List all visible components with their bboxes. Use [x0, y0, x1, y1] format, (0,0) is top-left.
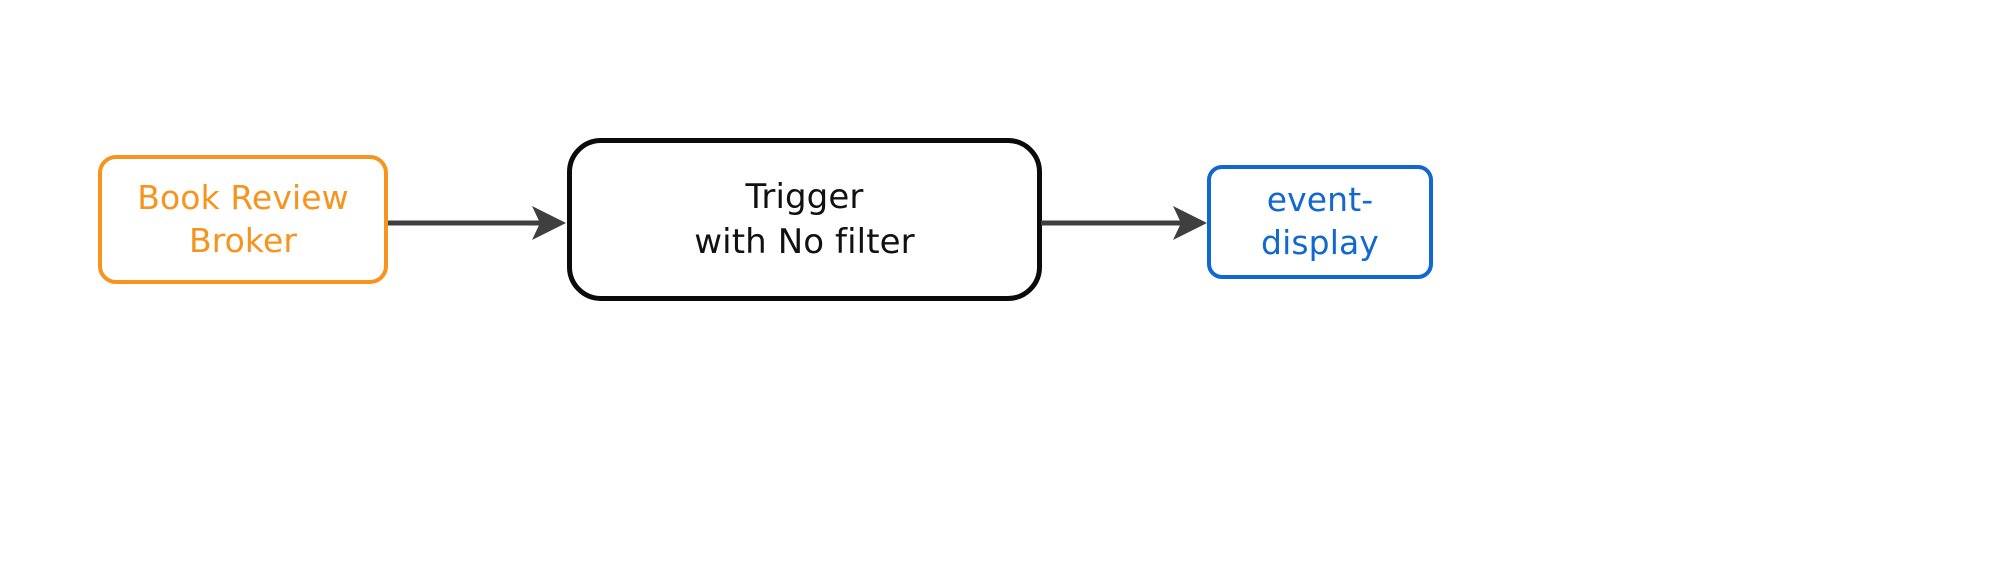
node-event-display[interactable]: event-display — [1207, 165, 1433, 279]
node-book-review-broker-label: Book Review Broker — [137, 177, 349, 260]
node-event-display-label: event-display — [1261, 180, 1379, 262]
arrowhead-icon — [1173, 206, 1207, 240]
node-trigger-label: Trigger with No filter — [694, 177, 915, 262]
node-trigger[interactable]: Trigger with No filter — [567, 138, 1042, 301]
node-book-review-broker[interactable]: Book Review Broker — [98, 155, 388, 284]
edge-broker-to-trigger — [388, 206, 566, 240]
arrowhead-icon — [532, 206, 566, 240]
edge-trigger-to-sink — [1041, 206, 1207, 240]
